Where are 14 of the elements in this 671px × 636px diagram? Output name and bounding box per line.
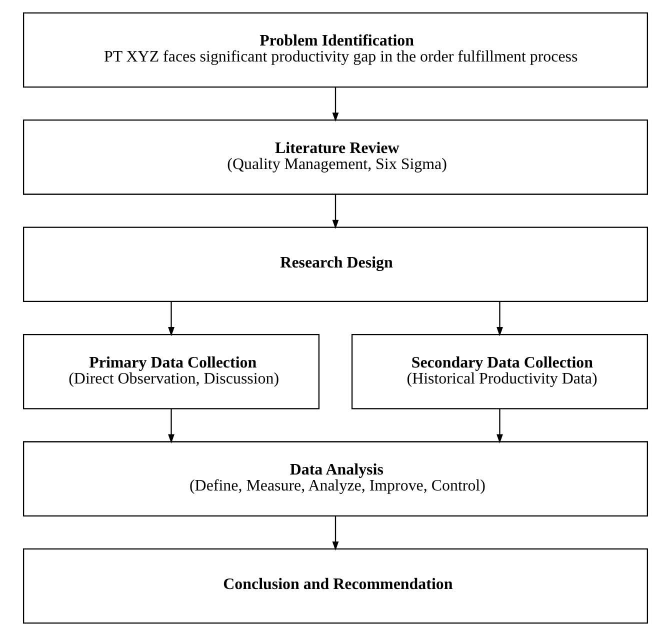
node-box: Problem Identification PT XYZ faces significant productivity gap in the order fulfillment process: [23, 12, 648, 88]
node-box: Data Analysis (Define, Measure, Analyze, Improve, Control): [23, 441, 648, 516]
arrow: [332, 87, 339, 122]
arrow: [332, 516, 339, 551]
node-box: Literature Review (Quality Management, Six Sigma): [23, 120, 648, 195]
arrow: [496, 408, 503, 444]
node-box: Primary Data Collection (Direct Observation, Discussion): [23, 334, 320, 410]
arrow: [168, 302, 174, 336]
arrow: [332, 194, 339, 229]
node-box: Research Design: [23, 226, 648, 302]
node-box: Secondary Data Collection (Historical Productivity Data): [351, 334, 648, 410]
arrow: [496, 302, 503, 336]
node-box: Conclusion and Recommendation: [23, 548, 648, 624]
arrow: [168, 408, 174, 444]
